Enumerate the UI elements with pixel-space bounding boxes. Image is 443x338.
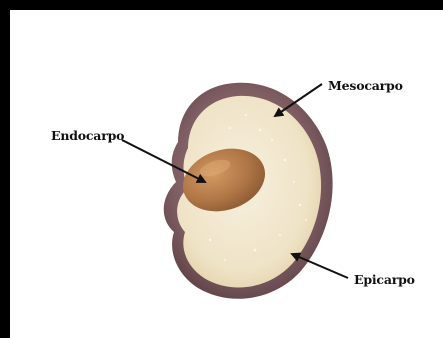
endocarpo-label: Endocarpo xyxy=(51,128,124,143)
mesocarpo-label: Mesocarpo xyxy=(328,78,403,93)
epicarpo-label: Epicarpo xyxy=(354,272,415,287)
fruit-cross-section-diagram xyxy=(10,10,443,338)
figure-panel: Mesocarpo Endocarpo Epicarpo xyxy=(10,10,443,338)
